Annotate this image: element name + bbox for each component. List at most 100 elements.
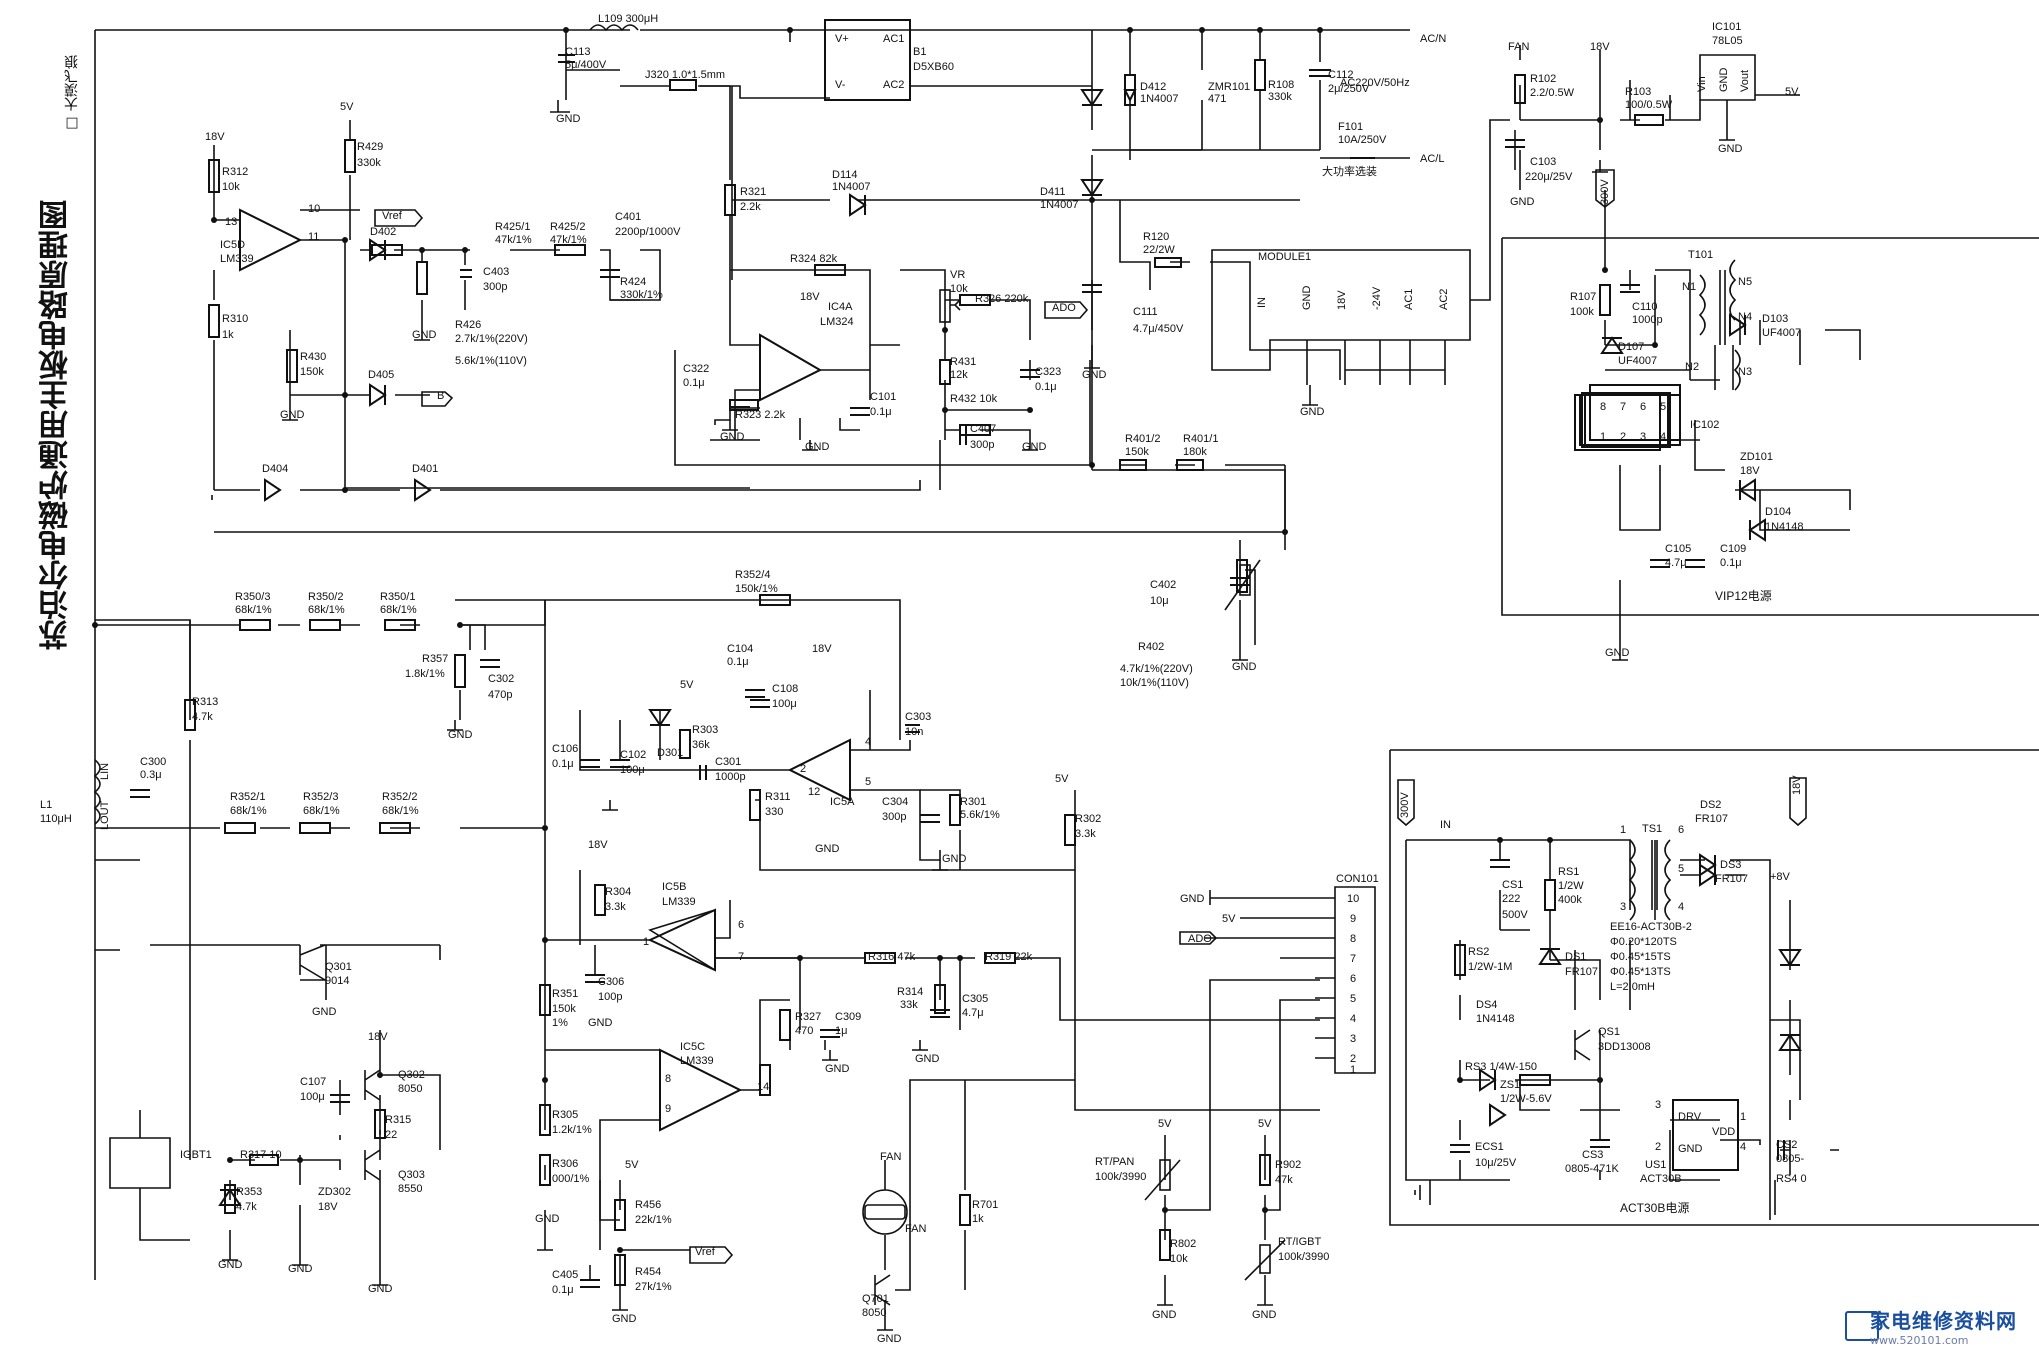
label-r102: R102 <box>1530 73 1556 85</box>
label-ic4a-val: LM324 <box>820 316 854 328</box>
label-igbt: IGBT1 <box>180 1149 212 1161</box>
label-c109: C109 <box>1720 543 1746 555</box>
label-r357: R357 <box>422 653 448 665</box>
label-mod-in: IN <box>1256 297 1268 308</box>
label-r402-val2: 10k/1%(110V) <box>1120 677 1189 689</box>
ts1-pin-4: 4 <box>1678 901 1684 913</box>
label-gnd-r301: GND <box>942 853 967 865</box>
label-n1: N1 <box>1682 281 1696 293</box>
label-r304-val: 3.3k <box>605 901 626 913</box>
label-vout: Vout <box>1739 70 1751 92</box>
us1-pin-3: 3 <box>1655 1099 1661 1111</box>
label-r351: R351 <box>552 988 578 1000</box>
label-ic5b-pin6: 6 <box>738 919 744 931</box>
label-ic101-val: 78L05 <box>1712 35 1743 47</box>
label-gnd-c111: GND <box>1082 369 1107 381</box>
label-r321: R321 <box>740 186 766 198</box>
label-r402: R402 <box>1138 641 1164 653</box>
connector-pin-4-num: 4 <box>1350 1013 1356 1025</box>
label-b-tag: B <box>437 390 444 402</box>
label-r425-1-val: 47k/1% <box>495 234 532 246</box>
label-n4: N4 <box>1738 311 1752 323</box>
ic102-pin-2: 2 <box>1620 431 1626 443</box>
label-rt-igbt-val: 100k/3990 <box>1278 1251 1329 1263</box>
ic102-pin-6: 6 <box>1640 401 1646 413</box>
label-c309: C309 <box>835 1011 861 1023</box>
label-5v-r902: 5V <box>1258 1118 1272 1130</box>
label-c101-val: 0.1μ <box>870 406 892 418</box>
label-c110-val: 1000p <box>1632 314 1663 326</box>
label-r424-val: 330k/1% <box>620 289 663 301</box>
label-r108: R108 <box>1268 79 1294 91</box>
label-zs1-val: 1/2W-5.6V <box>1500 1093 1552 1105</box>
label-ic5b-pin7: 7 <box>738 951 744 963</box>
label-c401: C401 <box>615 211 641 223</box>
label-r326: R326 220k <box>975 293 1029 305</box>
label-vr-val: 10k <box>950 283 968 295</box>
label-c402: C402 <box>1150 579 1176 591</box>
label-c405: C405 <box>552 1269 578 1281</box>
label-c107: C107 <box>300 1076 326 1088</box>
label-r314-val: 33k <box>900 999 918 1011</box>
label-r352-4: R352/4 <box>735 569 770 581</box>
label-r454-val: 27k/1% <box>635 1281 672 1293</box>
label-ic5a-pin5: 5 <box>865 776 871 788</box>
label-5v-rtpan: 5V <box>1158 1118 1172 1130</box>
label-drv: DRV <box>1678 1111 1702 1123</box>
label-fuse: F101 <box>1338 121 1363 133</box>
label-gnd-c305: GND <box>915 1053 940 1065</box>
label-r107-val: 100k <box>1570 306 1594 318</box>
label-ic5a-pin2: 2 <box>800 763 806 775</box>
label-r302-val: 3.3k <box>1075 828 1096 840</box>
label-d107: D107 <box>1618 341 1644 353</box>
ic102-pin-7: 7 <box>1620 401 1626 413</box>
label-vdd: VDD <box>1712 1126 1735 1138</box>
label-qs1-val: 3DD13008 <box>1598 1041 1651 1053</box>
label-c102: C102 <box>620 749 646 761</box>
label-c106: C106 <box>552 743 578 755</box>
connector-pin-6-num: 6 <box>1350 973 1356 985</box>
label-fan-r102: FAN <box>1508 41 1529 53</box>
connector-pin-7-num: 7 <box>1350 953 1356 965</box>
label-ic101-gnd: GND <box>1718 68 1730 93</box>
label-c322-val: 0.1μ <box>683 377 705 389</box>
label-r108-val: 330k <box>1268 91 1292 103</box>
label-r431-val: 12k <box>950 369 968 381</box>
label-r350-1-val: 68k/1% <box>380 604 417 616</box>
label-r352-1: R352/1 <box>230 791 265 803</box>
label-q301: Q301 <box>325 961 352 973</box>
label-gnd-r430: GND <box>280 409 305 421</box>
label-5v-r456: 5V <box>625 1159 639 1171</box>
label-c302-val: 470p <box>488 689 512 701</box>
label-r306-val: 000/1% <box>552 1173 590 1185</box>
label-c106-val: 0.1μ <box>552 758 574 770</box>
label-r310-val: 1k <box>222 329 234 341</box>
label-cs3-val: 0805-471K <box>1565 1163 1619 1175</box>
label-r313-val: 4.7k <box>192 711 213 723</box>
label-r319: R319 22k <box>985 951 1033 963</box>
label-c111-val: 4.7μ/450V <box>1133 323 1184 335</box>
ic102-pin-8: 8 <box>1600 401 1606 413</box>
us1-pin-4: 4 <box>1740 1141 1746 1153</box>
connector-pin-3-num: 3 <box>1350 1033 1356 1045</box>
label-d405: D405 <box>368 369 394 381</box>
label-r429-val: 330k <box>357 157 381 169</box>
label-bridge-val: D5XB60 <box>913 61 954 73</box>
label-rs3: RS3 1/4W-150 <box>1465 1061 1537 1073</box>
label-ds1: DS1 <box>1565 951 1586 963</box>
ts1-pin-1: 1 <box>1620 824 1626 836</box>
label-c108: C108 <box>772 683 798 695</box>
label-d301: D301 <box>657 747 683 759</box>
label-c401-val: 2200p/1000V <box>615 226 681 238</box>
ic102-pin-5: 5 <box>1660 401 1666 413</box>
label-c301: C301 <box>715 756 741 768</box>
watermark: 家电维修资料网 www.520101.com <box>1870 1305 2017 1347</box>
label-gnd-r353: GND <box>218 1259 243 1271</box>
label-ds3-val: FR107 <box>1715 873 1748 885</box>
label-c104: C104 <box>727 643 753 655</box>
label-c112-val: 2μ/250V <box>1328 83 1370 95</box>
label-zmr: ZMR101 <box>1208 81 1250 93</box>
label-q303: Q303 <box>398 1169 425 1181</box>
label-r401-1-val: 180k <box>1183 446 1207 458</box>
label-r312-val: 10k <box>222 181 240 193</box>
